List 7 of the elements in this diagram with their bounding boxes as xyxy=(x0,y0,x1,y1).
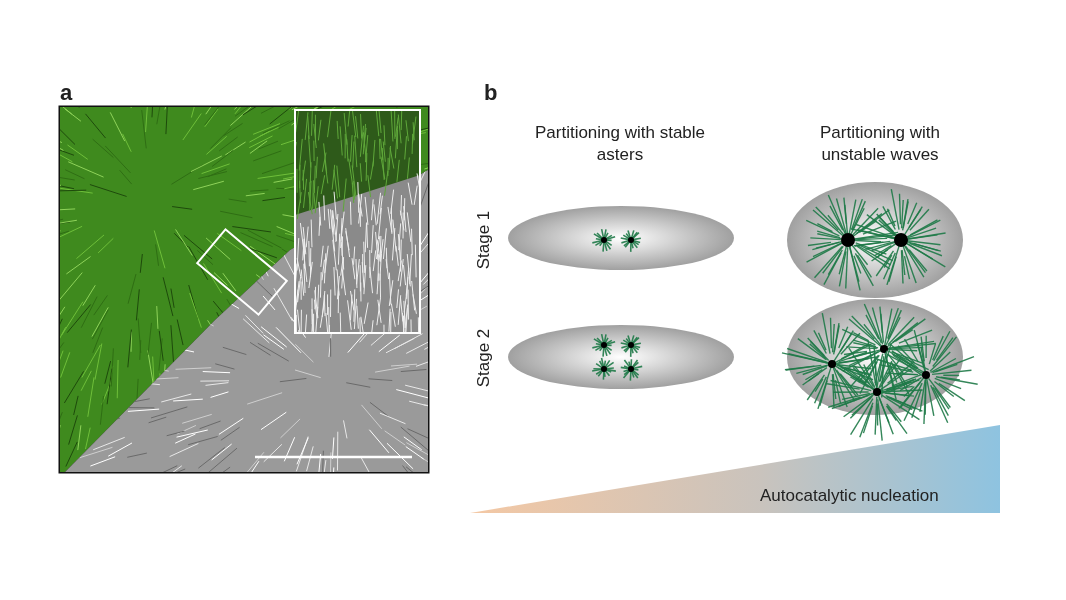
panel-label: b xyxy=(484,80,499,106)
row-label: Stage 1 xyxy=(473,209,494,272)
row-label: Stage 2 xyxy=(473,327,494,390)
column-heading: Partitioning with unstable waves xyxy=(819,122,941,166)
panel-label: a xyxy=(60,80,74,106)
axis-label: Autocatalytic nucleation xyxy=(760,485,940,507)
column-heading: Partitioning with stable asters xyxy=(533,122,707,166)
